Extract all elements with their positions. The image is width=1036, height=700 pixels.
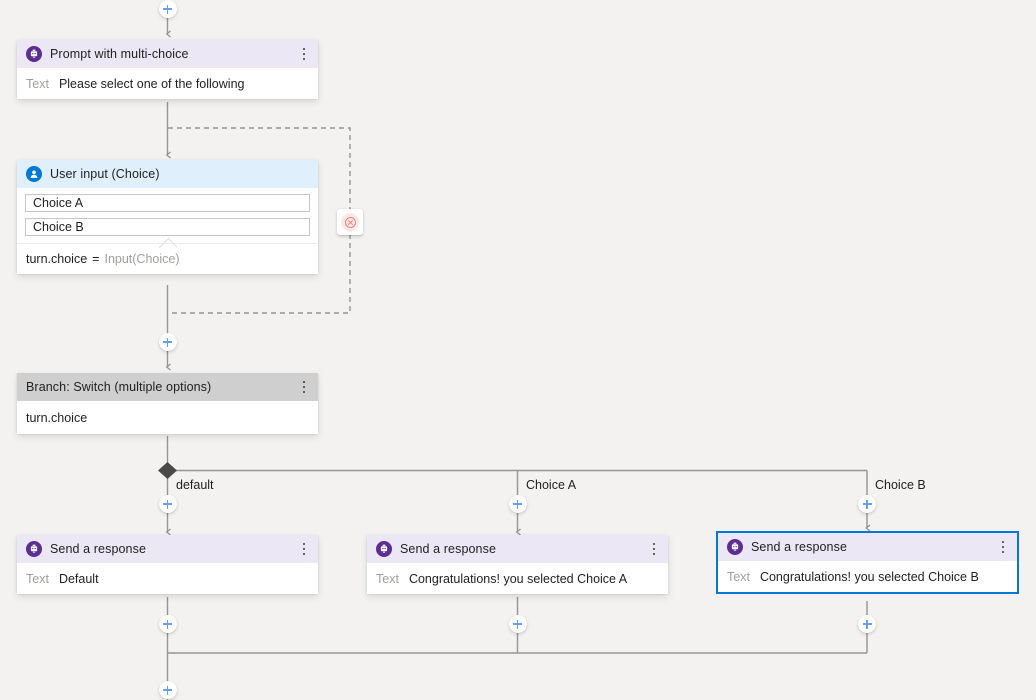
- node-branch-switch[interactable]: Branch: Switch (multiple options) turn.c…: [17, 373, 318, 434]
- add-node-button-before-switch[interactable]: [158, 333, 177, 351]
- add-node-button-branch-default[interactable]: [158, 495, 177, 513]
- node-header[interactable]: Prompt with multi-choice: [17, 40, 318, 68]
- branch-label-choice-b: Choice B: [875, 478, 926, 492]
- assignment-operator: =: [92, 252, 100, 266]
- choice-option-a[interactable]: Choice A: [25, 194, 310, 212]
- branch-label-choice-a: Choice A: [526, 478, 577, 492]
- node-title: Branch: Switch (multiple options): [26, 380, 212, 394]
- node-body[interactable]: Text Congratulations! you selected Choic…: [367, 563, 668, 594]
- bot-message-icon: [26, 46, 42, 62]
- field-label: Text: [26, 76, 49, 91]
- field-label: Text: [376, 571, 399, 586]
- add-node-button-after-choice-a[interactable]: [508, 615, 527, 633]
- node-divider: [17, 237, 318, 249]
- node-send-response-choice-a[interactable]: Send a response Text Congratulations! yo…: [367, 535, 668, 594]
- node-header[interactable]: Send a response: [17, 535, 318, 563]
- choice-list: Choice A Choice B: [17, 188, 318, 243]
- node-send-response-choice-b[interactable]: Send a response Text Congratulations! yo…: [716, 531, 1019, 594]
- error-badge[interactable]: [337, 209, 363, 235]
- node-header[interactable]: Send a response: [718, 533, 1017, 561]
- field-value: Congratulations! you selected Choice A: [408, 571, 628, 586]
- add-node-button-top[interactable]: [158, 0, 177, 18]
- node-title: Prompt with multi-choice: [50, 47, 189, 61]
- field-value: Congratulations! you selected Choice B: [759, 569, 979, 584]
- more-options-icon[interactable]: [296, 378, 312, 396]
- field-label: Text: [727, 569, 750, 584]
- more-options-icon[interactable]: [296, 45, 312, 63]
- user-person-icon: [26, 166, 42, 182]
- branch-diamond: [158, 462, 177, 479]
- add-node-button-after-choice-b[interactable]: [858, 615, 876, 633]
- assignment-key: turn.choice: [26, 252, 88, 266]
- node-send-response-default[interactable]: Send a response Text Default: [17, 535, 318, 594]
- node-title: User input (Choice): [50, 167, 160, 181]
- add-node-button-bottom[interactable]: [158, 681, 177, 699]
- add-node-button-branch-choice-a[interactable]: [508, 495, 527, 513]
- choice-option-b[interactable]: Choice B: [25, 218, 310, 236]
- assignment-row[interactable]: turn.choice = Input(Choice): [17, 244, 318, 274]
- node-body[interactable]: Text Congratulations! you selected Choic…: [718, 561, 1017, 592]
- more-options-icon[interactable]: [296, 540, 312, 558]
- node-body[interactable]: Text Please select one of the following: [17, 68, 318, 99]
- branch-label-default: default: [176, 478, 214, 492]
- assignment-value: Input(Choice): [104, 252, 180, 266]
- more-options-icon[interactable]: [646, 540, 662, 558]
- node-title: Send a response: [400, 542, 497, 556]
- field-value: Please select one of the following: [58, 76, 245, 91]
- add-node-button-after-default[interactable]: [158, 615, 177, 633]
- node-header[interactable]: User input (Choice): [17, 160, 318, 188]
- field-value: turn.choice: [26, 410, 88, 425]
- node-body[interactable]: Text Default: [17, 563, 318, 594]
- node-user-input-choice[interactable]: User input (Choice) Choice A Choice B tu…: [17, 160, 318, 274]
- error-circle-icon: [341, 213, 359, 231]
- add-node-button-branch-choice-b[interactable]: [858, 495, 876, 513]
- node-title: Send a response: [50, 542, 147, 556]
- bot-message-icon: [26, 541, 42, 557]
- bot-message-icon: [727, 539, 743, 555]
- more-options-icon[interactable]: [995, 538, 1011, 556]
- field-value: Default: [58, 571, 99, 586]
- node-header[interactable]: Branch: Switch (multiple options): [17, 373, 318, 401]
- field-label: Text: [26, 571, 49, 586]
- bot-message-icon: [376, 541, 392, 557]
- node-body[interactable]: turn.choice: [17, 401, 318, 434]
- node-header[interactable]: Send a response: [367, 535, 668, 563]
- node-prompt-with-multi-choice[interactable]: Prompt with multi-choice Text Please sel…: [17, 40, 318, 99]
- node-title: Send a response: [751, 540, 848, 554]
